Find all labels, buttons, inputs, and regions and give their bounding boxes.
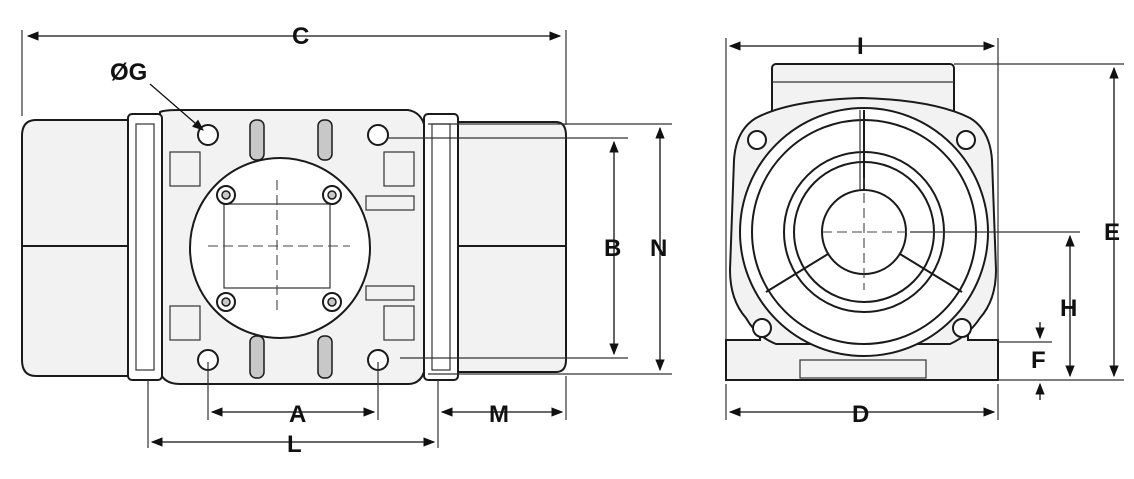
right-flange — [423, 113, 459, 381]
label-g: ØG — [110, 59, 147, 86]
front-bolt-br — [952, 318, 972, 338]
front-bolt-bl — [752, 318, 772, 338]
label-a: A — [289, 401, 306, 428]
mount-hole-tr — [367, 124, 389, 146]
label-e: E — [1104, 219, 1120, 246]
label-c: C — [292, 23, 309, 50]
label-h: H — [1060, 295, 1077, 322]
front-bolt-tl — [747, 130, 767, 150]
terminal-box — [189, 157, 371, 339]
left-flange — [127, 113, 163, 381]
label-d: D — [852, 401, 869, 428]
front-bolt-tr — [956, 130, 976, 150]
front-view — [725, 63, 999, 381]
label-i: I — [857, 33, 864, 60]
side-dimensions — [21, 30, 672, 448]
label-b: B — [604, 235, 621, 262]
side-labels: C ØG B N A L M — [110, 23, 667, 458]
label-f: F — [1031, 347, 1046, 374]
front-labels: I E H F D — [852, 33, 1120, 428]
front-dimensions — [725, 38, 1124, 420]
label-l: L — [287, 431, 302, 458]
left-end-cap — [21, 119, 129, 377]
label-m: M — [489, 401, 509, 428]
label-n: N — [650, 235, 667, 262]
side-view — [21, 109, 567, 385]
